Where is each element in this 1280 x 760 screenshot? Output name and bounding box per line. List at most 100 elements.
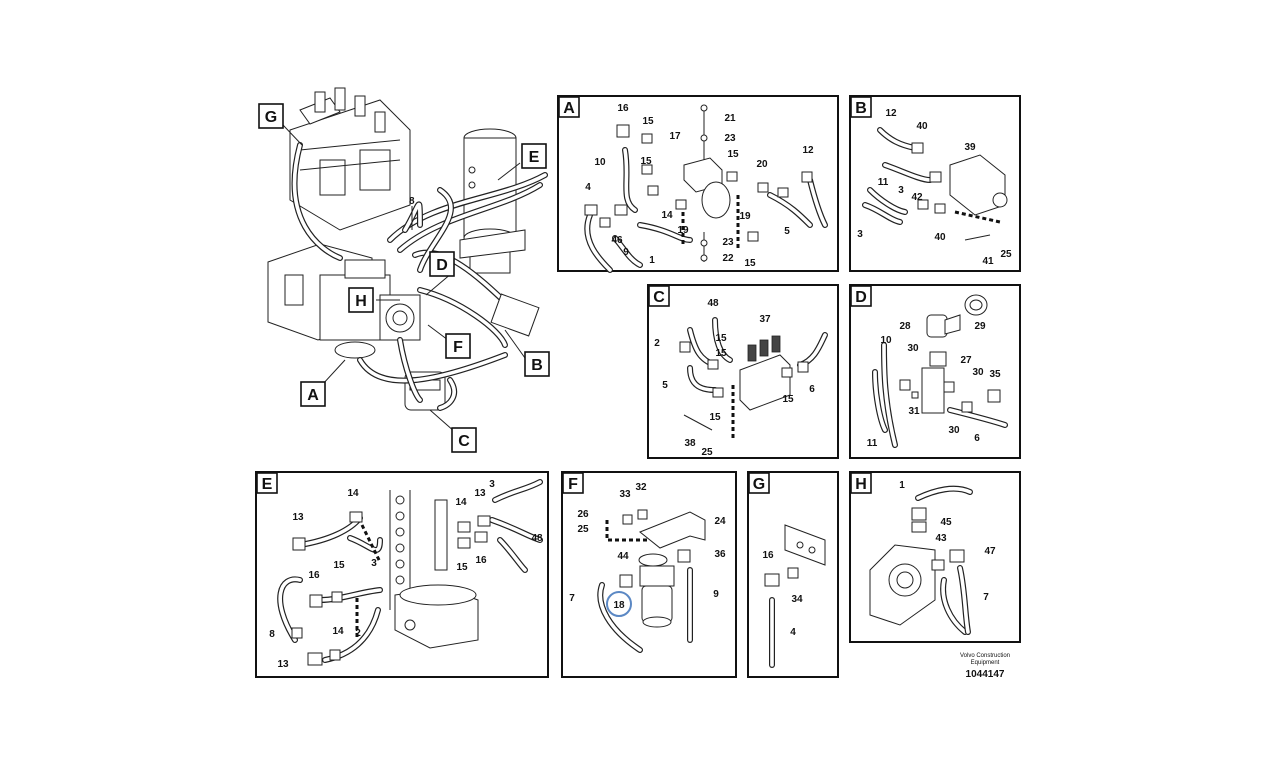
callout-A-16: 16: [617, 103, 629, 114]
callout-B-42: 42: [911, 192, 923, 203]
callout-B-12: 12: [885, 108, 897, 119]
callout-A-22: 22: [722, 253, 734, 264]
callout-E-15: 15: [333, 560, 345, 571]
callout-F-25: 25: [577, 524, 589, 535]
panel-title-H: H: [855, 476, 867, 493]
callout-A-15: 15: [642, 116, 654, 127]
callout-D-27: 27: [960, 355, 972, 366]
callout-C-15: 15: [715, 333, 727, 344]
tag-letter-A: A: [307, 387, 319, 404]
callout-D-30: 30: [948, 425, 960, 436]
callout-A-15: 15: [640, 156, 652, 167]
callout-B-39: 39: [964, 142, 976, 153]
callout-H-47: 47: [984, 546, 996, 557]
panel-title-F: F: [568, 476, 578, 493]
callout-A-14: 14: [661, 210, 673, 221]
callout-C-5: 5: [662, 380, 668, 391]
callout-E-14: 14: [332, 626, 344, 637]
callout-C-15: 15: [782, 394, 794, 405]
callout-C-6: 6: [809, 384, 815, 395]
callout-A-20: 20: [756, 159, 768, 170]
panel-F: F 33 32 26 25 24 44 36 7 18 9: [561, 471, 737, 678]
callout-E-2: 2: [355, 628, 361, 639]
callout-G-34: 34: [791, 594, 803, 605]
callout-A-19: 19: [739, 211, 751, 222]
tag-letter-D: D: [436, 257, 448, 274]
panel-title-G: G: [753, 476, 765, 493]
main-tag-E: E: [521, 143, 547, 169]
callout-E-15: 15: [456, 562, 468, 573]
callout-E-14: 14: [347, 488, 359, 499]
tag-letter-C: C: [458, 433, 470, 450]
callout-F-44: 44: [617, 551, 629, 562]
callout-A-23: 23: [724, 133, 736, 144]
callout-D-10: 10: [880, 335, 892, 346]
main-tag-D: D: [429, 251, 455, 277]
callout-F-32: 32: [635, 482, 647, 493]
panel-C: C 48 37 2 15 15 5 6 15 15 38 25: [647, 284, 839, 459]
callout-E-13: 13: [474, 488, 486, 499]
panel-title-C: C: [653, 289, 665, 306]
callout-E-3: 3: [371, 558, 377, 569]
drawing-footer: Volvo Construction Equipment 1044147: [960, 653, 1010, 680]
callout-H-45: 45: [940, 517, 952, 528]
callout-C-15: 15: [715, 348, 727, 359]
callout-C-38: 38: [684, 438, 696, 449]
callout-A-21: 21: [724, 113, 736, 124]
callout-G-16: 16: [762, 550, 774, 561]
callout-F-33: 33: [619, 489, 631, 500]
panel-H: H 1 45 43 47 7: [849, 471, 1021, 643]
callout-A-1: 1: [649, 255, 655, 266]
callout-A-10: 10: [594, 157, 606, 168]
callout-D-35: 35: [989, 369, 1001, 380]
panel-G: G 16 34 4: [747, 471, 839, 678]
main-tag-F: F: [445, 333, 471, 359]
callout-B-3: 3: [857, 229, 863, 240]
panel-title-A: A: [563, 100, 575, 117]
callout-F-7: 7: [569, 593, 575, 604]
callout-A-9: 9: [623, 247, 629, 258]
main-leaders: [282, 124, 526, 433]
callout-E-16: 16: [475, 555, 487, 566]
callout-C-48: 48: [707, 298, 719, 309]
callout-D-6: 6: [974, 433, 980, 444]
callout-D-29: 29: [974, 321, 986, 332]
callout-C-37: 37: [759, 314, 771, 325]
main-tag-B: B: [524, 351, 550, 377]
callout-B-3: 3: [898, 185, 904, 196]
callout-A-12: 12: [802, 145, 814, 156]
callout-E-16: 16: [308, 570, 320, 581]
callout-A-19: 19: [677, 225, 689, 236]
pump-unit: [267, 243, 421, 359]
main-tag-A: A: [300, 381, 326, 407]
callout-C-25: 25: [701, 447, 713, 458]
swivel-cylinder: [459, 128, 526, 274]
callout-G-4: 4: [790, 627, 796, 638]
callout-E-3: 3: [489, 479, 495, 490]
callout-D-11: 11: [867, 438, 878, 449]
panel-E: E 14 14 13 3 13 48: [255, 471, 549, 678]
callout-A-46: 46: [611, 235, 623, 246]
callout-E-14: 14: [455, 497, 467, 508]
main-label-8: 8: [409, 196, 415, 207]
callout-C-15: 15: [709, 412, 721, 423]
callout-D-30: 30: [907, 343, 919, 354]
callout-A-15: 15: [744, 258, 756, 269]
callout-B-11: 11: [878, 177, 889, 188]
callout-F-26: 26: [577, 509, 589, 520]
tag-letter-E: E: [529, 149, 540, 166]
callout-D-28: 28: [899, 321, 911, 332]
main-tag-C: C: [451, 427, 477, 453]
callout-D-31: 31: [908, 406, 920, 417]
brand-line-2: Equipment: [971, 660, 1000, 666]
callout-A-5: 5: [784, 226, 790, 237]
panel-title-D: D: [855, 289, 867, 306]
callout-H-1: 1: [899, 480, 905, 491]
main-assembly-view: G E D H F B A C 8: [258, 87, 550, 453]
panel-D: D 28 29 10 30 27 30 35 31 11 30 6: [849, 284, 1021, 459]
main-tag-G: G: [258, 103, 284, 129]
highlight-circle-18: [606, 591, 632, 617]
tag-letter-F: F: [453, 339, 463, 356]
callout-F-9: 9: [713, 589, 719, 600]
callout-A-23: 23: [722, 237, 734, 248]
